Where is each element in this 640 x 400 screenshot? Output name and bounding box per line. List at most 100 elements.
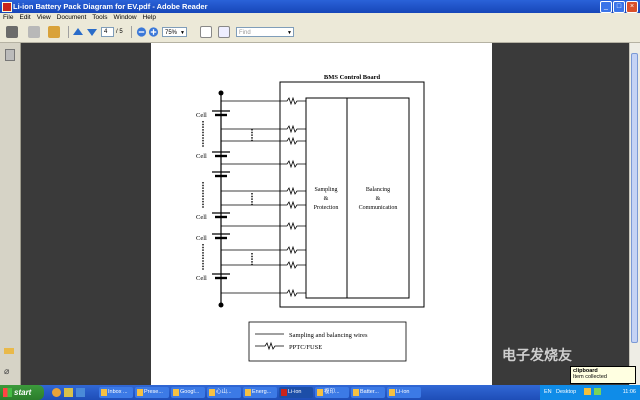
windows-logo-icon <box>3 388 12 397</box>
taskbar-item-label: Li-ion <box>396 389 410 395</box>
quicklaunch-folder-icon[interactable] <box>64 388 73 397</box>
legend-wire-label: Sampling and balancing wires <box>289 332 368 339</box>
bms-board-outline <box>279 81 425 308</box>
cell-label: Cell <box>196 153 207 160</box>
taskbar-item-label: Googl... <box>180 389 200 395</box>
menu-help[interactable]: Help <box>142 14 156 21</box>
bms-board-title: BMS Control Board <box>324 74 381 81</box>
clipboard-tooltip: clipboard Item collected <box>570 366 636 384</box>
chevron-down-icon: ▼ <box>287 30 292 36</box>
start-button[interactable]: start <box>0 385 44 400</box>
terminal-negative <box>218 302 224 308</box>
next-page-icon[interactable] <box>86 26 98 38</box>
app-icon <box>353 389 359 396</box>
menu-file[interactable]: File <box>3 14 14 21</box>
legend-fuse-label: PPTC/FUSE <box>289 344 322 351</box>
legend-fuse-swatch <box>255 341 284 351</box>
toolbar: / 5 75%▼ Find▼ <box>0 23 640 43</box>
taskbar-item[interactable]: Inbox ... <box>99 387 133 398</box>
app-icon <box>209 389 215 396</box>
battery-bms-diagram: BMS Control Board Sampling & Protection … <box>196 74 425 362</box>
toolbar-separator <box>131 26 132 38</box>
system-tray: EN Desktop 11:06 <box>540 385 640 400</box>
email-icon[interactable] <box>28 26 40 38</box>
taskbar-item[interactable]: Li-ion <box>387 387 421 398</box>
pages-panel-icon[interactable] <box>5 49 15 61</box>
previous-page-icon[interactable] <box>72 26 84 38</box>
balancing-label-3: Communication <box>359 205 398 211</box>
close-button[interactable]: × <box>626 1 638 13</box>
taskbar-item-label: Prese... <box>144 389 163 395</box>
menu-edit[interactable]: Edit <box>19 14 31 21</box>
legend-box <box>248 321 407 362</box>
fit-width-icon[interactable] <box>218 26 230 38</box>
page-total: / 5 <box>116 29 123 35</box>
clock[interactable]: 11:06 <box>622 389 636 395</box>
scrollbar-thumb[interactable] <box>631 53 638 343</box>
toolbar-separator <box>68 26 69 38</box>
taskbar-item[interactable]: Prese... <box>135 387 169 398</box>
bms-inner-block <box>305 97 410 299</box>
menu-window[interactable]: Window <box>113 14 137 21</box>
menu-tools[interactable]: Tools <box>92 14 108 21</box>
window-controls: _ □ × <box>600 1 638 13</box>
taskbar-item-label: 心山... <box>216 389 232 395</box>
tooltip-title: clipboard <box>573 368 598 374</box>
taskbar-item[interactable]: Batter... <box>351 387 385 398</box>
desktop-toolbar[interactable]: Desktop <box>556 389 577 395</box>
language-indicator[interactable]: EN <box>544 389 552 395</box>
sampling-label-3: Protection <box>314 205 339 211</box>
title-bar: Li-ion Battery Pack Diagram for EV.pdf -… <box>0 0 640 13</box>
app-icon <box>389 389 395 396</box>
zoom-in-icon[interactable] <box>148 26 159 38</box>
balancing-label-2: & <box>376 196 381 202</box>
print-icon[interactable] <box>6 26 18 38</box>
taskbar-item[interactable]: 心山... <box>207 387 241 398</box>
menu-document[interactable]: Document <box>56 14 87 21</box>
cell-label: Cell <box>196 214 207 221</box>
taskbar-item-active[interactable]: Li-ion <box>279 387 313 398</box>
fit-page-icon[interactable] <box>200 26 212 38</box>
chevron-down-icon: ▼ <box>180 30 185 36</box>
zoom-out-icon[interactable] <box>136 26 147 38</box>
search-doc-icon[interactable] <box>48 26 60 38</box>
taskbar-item[interactable]: Googl... <box>171 387 205 398</box>
menu-bar: File Edit View Document Tools Window Hel… <box>0 13 640 23</box>
taskbar-item-label: 複印... <box>324 389 340 395</box>
app-icon <box>137 389 143 396</box>
maximize-button[interactable]: □ <box>613 1 625 13</box>
quicklaunch-desktop-icon[interactable] <box>76 388 85 397</box>
balancing-label-1: Balancing <box>366 187 390 193</box>
app-icon <box>173 389 179 396</box>
sampling-label-2: & <box>324 196 329 202</box>
page-number-input[interactable] <box>101 27 114 37</box>
find-placeholder: Find <box>239 30 251 36</box>
taskbar-item-label: Inbox ... <box>108 389 128 395</box>
sampling-wires <box>221 96 306 298</box>
taskbar-item-label: Li-ion <box>288 389 302 395</box>
taskbar-item-label: Batter... <box>360 389 379 395</box>
taskbar-item[interactable]: 複印... <box>315 387 349 398</box>
attachment-icon[interactable]: ⌀ <box>4 366 10 376</box>
adobe-reader-icon <box>2 2 12 12</box>
clipboard-tray-icon[interactable] <box>584 388 591 395</box>
find-input[interactable]: Find ▼ <box>236 27 294 37</box>
quicklaunch-browser-icon[interactable] <box>52 388 61 397</box>
window-title: Li-ion Battery Pack Diagram for EV.pdf -… <box>13 2 208 11</box>
comments-icon[interactable] <box>4 348 14 354</box>
zoom-select[interactable]: 75%▼ <box>162 27 187 37</box>
cell-label: Cell <box>196 235 207 242</box>
menu-view[interactable]: View <box>36 14 51 21</box>
app-icon <box>317 389 323 396</box>
minimize-button[interactable]: _ <box>600 1 612 13</box>
taskbar-item[interactable]: Energ... <box>243 387 277 398</box>
taskbar: start Inbox ... Prese... Googl... 心山... … <box>0 385 640 400</box>
navigation-panel: ⌀ <box>0 43 21 385</box>
zoom-value: 75% <box>165 30 178 36</box>
cell-label: Cell <box>196 275 207 282</box>
terminal-positive <box>218 90 224 96</box>
cell-symbols <box>212 110 230 280</box>
network-tray-icon[interactable] <box>594 388 601 395</box>
vertical-scrollbar[interactable] <box>629 43 640 385</box>
taskbar-item-label: Energ... <box>252 389 272 395</box>
